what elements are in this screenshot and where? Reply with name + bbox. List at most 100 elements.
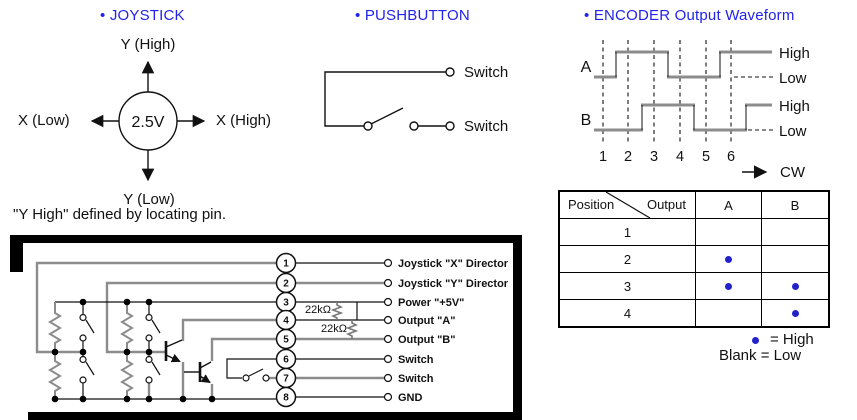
position-tick-labels: 1 2 3 4 5 6 [599, 149, 735, 165]
circuit-schematic: 1 2 3 4 5 6 7 8 Joystick "X" Director Jo… [10, 235, 522, 420]
svg-text:8: 8 [283, 393, 289, 404]
schematic-frame [10, 235, 522, 420]
svg-text:Power "+5V": Power "+5V" [398, 297, 464, 309]
table-cell-a [695, 272, 761, 299]
svg-text:Joystick "X" Director: Joystick "X" Director [398, 258, 509, 270]
waveform-grid-dashed-lines [602, 40, 732, 143]
svg-text:4: 4 [283, 316, 289, 327]
svg-text:2: 2 [283, 279, 289, 290]
table-cell-b [761, 272, 828, 299]
svg-text:6: 6 [283, 355, 289, 366]
table-row-position: 2 [560, 245, 695, 272]
switch-terminal-icon [445, 121, 455, 131]
switch-pole-icon [363, 121, 373, 131]
table-header-b: B [761, 192, 828, 218]
svg-text:2: 2 [624, 149, 632, 165]
svg-text:5: 5 [702, 149, 710, 165]
svg-text:6: 6 [727, 149, 735, 165]
legend-high-dot-icon [752, 337, 759, 344]
transistor-1 [164, 339, 183, 363]
pin-numbers: 1 2 3 4 5 6 7 8 [283, 259, 289, 404]
svg-text:1: 1 [283, 259, 289, 270]
waveform-trace-a [594, 50, 772, 79]
high-dot-icon [791, 282, 799, 290]
row-header-label: Position [568, 197, 615, 212]
switch-terminal-icon [445, 67, 455, 77]
pushbutton-diagram [324, 67, 455, 131]
legend-low-label: Blank = Low [719, 347, 802, 364]
joystick-y-low-label: Y (Low) [123, 191, 175, 208]
resistor-value-label: 22kΩ [321, 323, 347, 335]
table-cell-b [761, 245, 828, 272]
pushbutton-switch-label-2: Switch [464, 118, 509, 135]
svg-text:Switch: Switch [398, 354, 434, 366]
pot-resistors [48, 302, 134, 399]
svg-text:1: 1 [599, 149, 607, 165]
a-high-label: High [779, 45, 810, 62]
pin-labels: Joystick "X" Director Joystick "Y" Direc… [398, 258, 509, 404]
schematic-switches [79, 302, 270, 399]
svg-text:Output "A": Output "A" [398, 315, 455, 327]
table-header-a: A [695, 192, 761, 218]
high-dot-icon [725, 282, 732, 290]
table-cell-a [695, 245, 761, 272]
pushbutton-title: • PUSHBUTTON [355, 7, 470, 24]
transistor-2 [184, 361, 212, 384]
black-wires [55, 262, 384, 400]
channel-a-label: A [581, 59, 592, 76]
encoder-waveform: A B High Low High Low 1 2 3 4 5 6 CW [581, 40, 810, 181]
pin-circles [275, 252, 297, 408]
svg-text:Joystick "Y" Director: Joystick "Y" Director [398, 278, 509, 290]
table-row-position: 1 [560, 218, 695, 245]
joystick-arrows [90, 60, 206, 182]
svg-text:GND: GND [398, 392, 423, 404]
high-dot-icon [791, 309, 799, 317]
svg-text:3: 3 [283, 298, 289, 309]
a-low-label: Low [779, 70, 807, 87]
terminal-circles [383, 258, 393, 402]
legend-high-label: = High [770, 331, 814, 348]
header-diagonal-line [605, 192, 651, 218]
joystick-center-voltage: 2.5V [132, 114, 165, 131]
b-low-label: Low [779, 123, 807, 140]
pushbutton-switch-label-1: Switch [464, 64, 509, 81]
svg-text:4: 4 [676, 149, 684, 165]
cw-label: CW [780, 164, 806, 181]
high-dot-icon [725, 255, 732, 263]
channel-b-label: B [581, 112, 592, 129]
table-cell-a [695, 299, 761, 326]
table-cell-b [761, 299, 828, 326]
pushbutton-pole-icon [242, 374, 250, 382]
col-header-label: Output [646, 197, 686, 212]
resistor-value-label: 22kΩ [305, 304, 331, 316]
joystick-title: • JOYSTICK [100, 7, 185, 24]
pullup-resistors [330, 302, 359, 339]
junction-dots [51, 298, 216, 403]
waveform-trace-b [594, 103, 772, 132]
joystick-x-low-label: X (Low) [18, 112, 70, 129]
svg-text:Switch: Switch [398, 373, 434, 385]
joystick-caption: "Y High" defined by locating pin. [13, 206, 227, 223]
svg-text:3: 3 [650, 149, 658, 165]
switch-contact-icon [409, 121, 419, 131]
svg-text:5: 5 [283, 335, 289, 346]
gray-wires [35, 261, 384, 399]
table-cell-a [695, 218, 761, 245]
encoder-truth-table: Position Output A B 1 2 3 4 [558, 190, 830, 328]
joystick-diagram [90, 60, 206, 182]
switch-blade-icon [370, 107, 404, 125]
svg-text:Output "B": Output "B" [398, 334, 455, 346]
encoder-title: • ENCODER Output Waveform [584, 7, 795, 24]
svg-text:7: 7 [283, 374, 289, 385]
table-cell-b [761, 218, 828, 245]
table-row-position: 4 [560, 299, 695, 326]
b-high-label: High [779, 98, 810, 115]
joystick-x-high-label: X (High) [216, 112, 272, 129]
table-row-position: 3 [560, 272, 695, 299]
table-header-corner-cell: Position Output [560, 192, 695, 218]
waveform-edges [615, 52, 747, 130]
joystick-y-high-label: Y (High) [120, 36, 176, 53]
pushbutton-contact-icon [262, 374, 270, 382]
